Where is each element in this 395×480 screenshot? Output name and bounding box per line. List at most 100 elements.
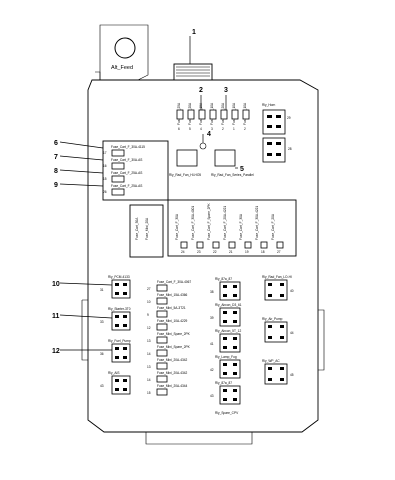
vertical-fuse-num: 22: [213, 250, 217, 254]
top-fuse-num: 6: [178, 127, 180, 131]
left-relay: [111, 343, 131, 363]
rad-fan-relay-2-label: Rly_Rad_Fan_Series_Parallel: [211, 173, 254, 177]
left-relay-num: 31: [100, 288, 104, 292]
callout-number: 7: [54, 154, 58, 161]
vertical-fuse-label: Fuse_Cart_F_20A: [271, 213, 275, 240]
vertical-fuse: [260, 241, 268, 249]
callout-number: 2: [199, 87, 203, 94]
mini-fuse-num: 12: [147, 326, 151, 330]
vertical-fuse: [180, 241, 188, 249]
relay-top-right: [262, 109, 286, 135]
left-relay-num: 33: [100, 320, 104, 324]
mini-fuse-label: Fuse_Mini_Spare_2PK: [157, 332, 191, 336]
mini-fuse-num: 27: [147, 287, 151, 291]
cart-fuse-num: 26: [103, 190, 107, 194]
mini-fuse: [156, 362, 168, 370]
cart-fuse: [111, 188, 125, 196]
mini-fuse-label: Fuse_Mini_20A-4342: [157, 358, 188, 362]
left-relay-num: 43: [100, 384, 104, 388]
callout-line: [59, 314, 113, 319]
far-right-relay-label: Rly_Rad_Fan_LO-HI: [262, 275, 292, 279]
right-side-clip: [318, 309, 325, 371]
rad-fan-stud: [199, 142, 207, 150]
mini-fuse-label: Fuse_Mini_20A-4344: [157, 384, 188, 388]
relay-upper-right-2: [262, 137, 286, 163]
cart-fuse-num: 15: [103, 177, 107, 181]
left-relay-label: Rly_AIS: [108, 371, 120, 375]
right-relay-label: Rly_87a_87: [215, 277, 232, 281]
mini-fuse-num: 13: [147, 339, 151, 343]
callout-number: 10: [52, 281, 60, 288]
vertical-fuse-label: Fuse_Cart_F_30A: [239, 213, 243, 240]
top-fuse-num: 4: [200, 127, 202, 131]
top-fuse-num: 2: [222, 127, 224, 131]
vertical-fuse-num: 23: [197, 250, 201, 254]
mid-cart-label-1: Fuse_Cart_30A: [135, 217, 139, 240]
mini-fuse: [156, 336, 168, 344]
mini-fuse: [156, 297, 168, 305]
mini-fuse: [156, 323, 168, 331]
mid-cart-label-2: Fuse_Mini_20A: [145, 217, 149, 240]
far-right-relay-num: 45: [290, 373, 294, 377]
rad-fan-relay-1-label: Rly_Rad_Fan_HI-HO5: [169, 173, 201, 177]
rad-fan-relay-1: [176, 149, 198, 167]
callout-line: [59, 155, 104, 161]
far-right-relay-label: Rly_Air_Pump: [262, 317, 283, 321]
mini-cartridge-block: [129, 204, 164, 258]
mini-fuse-num: 9: [147, 313, 149, 317]
main-connector: [173, 63, 213, 81]
top-fuse-num: 2: [244, 127, 246, 131]
mini-fuse: [156, 310, 168, 318]
mini-fuse-label: Fuse_Mini_5A-3T21: [157, 306, 186, 310]
top-fuse-num: 5: [189, 127, 191, 131]
left-side-clip: [81, 299, 88, 361]
top-fuse: [242, 109, 250, 120]
cart-fuse-label: Fuse_Cart_F_25A-AS: [111, 171, 142, 175]
right-relay: [219, 385, 241, 405]
lower-section: Rly_PCM-413331Rly_Starter-3T033Rly_Fuel_…: [100, 275, 294, 415]
far-right-relay-label: Rly_WP_AC: [262, 359, 280, 363]
right-relay-label: Rly_87a_87: [215, 381, 232, 385]
cart-fuse-label: Fuse_Cart_F_30A-4115: [111, 145, 145, 149]
top-fuse: [209, 109, 217, 120]
top-fuse: [198, 109, 206, 120]
callout-line: [59, 282, 113, 286]
top-fuse-num: 1: [233, 127, 235, 131]
alt-feed-stud: [114, 37, 136, 59]
bottom-relay-label: Rly_Spare_CPV: [215, 411, 239, 415]
left-relay: [111, 279, 131, 299]
left-relay-label: Rly_Fuel_Pump: [108, 339, 131, 343]
callout-line: [59, 169, 104, 174]
mini-fuse-label: Fuse_Mini_15A-4366: [157, 293, 188, 297]
callout-number: 11: [52, 313, 60, 320]
top-fuse: [187, 109, 195, 120]
vertical-fuse-label: Fuse_Cart_F_20A-4221: [223, 206, 227, 240]
vertical-fuse-num: 27: [277, 250, 281, 254]
callout-number: 8: [54, 168, 58, 175]
top-fuse: [231, 109, 239, 120]
relay-top-right-num: 29: [287, 116, 291, 120]
right-relay-num: 38: [210, 290, 214, 294]
cartridge-fuses: Fuse_Cart_F_30A-411517Fuse_Cart_F_30A-AS…: [103, 145, 145, 196]
vertical-fuse-num: 24: [181, 250, 185, 254]
vertical-fuse-label: Fuse_Cart_F_30A-4001: [191, 206, 195, 240]
relay-upper-right-2-num: 28: [288, 147, 292, 151]
mini-fuse-num: 10: [147, 300, 151, 304]
vertical-fuses: Fuse_Cart_F_30A 24 Fuse_Cart_F_30A-4001 23 F…: [175, 202, 284, 254]
left-relay-label: Rly_Starter-3T0: [108, 307, 131, 311]
mini-fuse: [156, 349, 168, 357]
relay-top-right-label: Rly_Horn: [262, 103, 276, 107]
mini-fuse-num: 15: [147, 391, 151, 395]
far-right-relay-num: 44: [290, 331, 294, 335]
vertical-fuse-num: 19: [245, 250, 249, 254]
right-relay-num: 41: [210, 342, 214, 346]
left-relay-num: 36: [100, 352, 104, 356]
right-relay: [219, 281, 241, 301]
cart-fuse: [111, 175, 125, 183]
vertical-fuse: [196, 241, 204, 249]
right-relay-num: 43: [210, 394, 214, 398]
cart-fuse: [111, 162, 125, 170]
